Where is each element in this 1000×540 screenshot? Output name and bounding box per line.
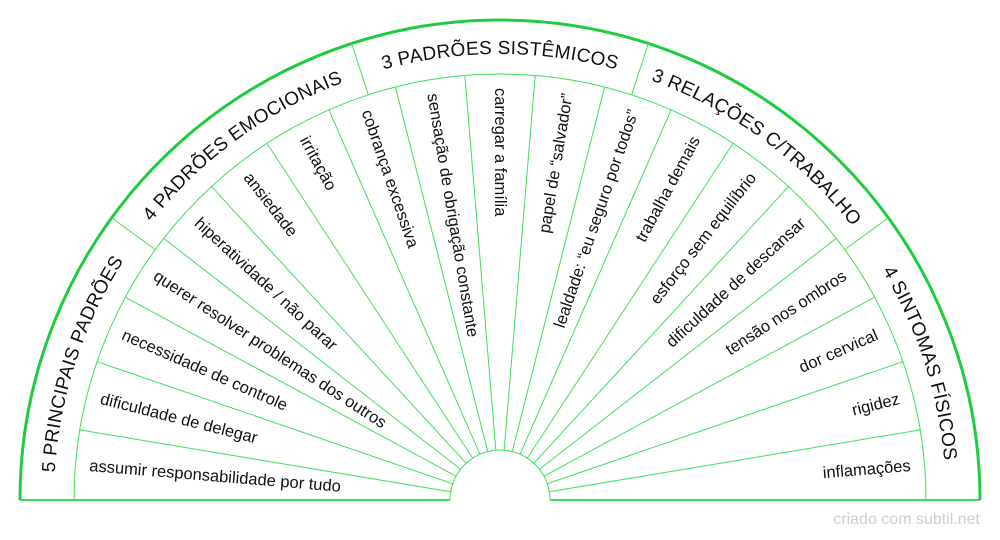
group-divider bbox=[844, 217, 889, 251]
slice-divider bbox=[543, 296, 875, 477]
watermark: criado com subtil.net bbox=[833, 511, 980, 528]
slice-divider bbox=[539, 237, 837, 470]
group-label-text: 3 PADRÕES SISTÊMICOS bbox=[379, 38, 620, 74]
group-label: 4 SINTOMAS FÍSICOS bbox=[878, 263, 960, 462]
outer-arc bbox=[18, 18, 982, 501]
slice-divider bbox=[125, 296, 457, 477]
slice-divider bbox=[503, 75, 536, 451]
group-divider bbox=[631, 43, 649, 96]
slice-divider bbox=[163, 237, 461, 470]
slice-divider bbox=[211, 186, 467, 464]
slice-divider bbox=[547, 361, 904, 485]
item-label: sensação de obrigação constante bbox=[423, 92, 481, 338]
slice-divider bbox=[394, 86, 489, 452]
item-label: inflamações bbox=[822, 457, 911, 482]
inner-hole-arc bbox=[449, 449, 551, 501]
item-label: trabalha demais bbox=[632, 133, 704, 245]
item-label: irritação bbox=[296, 133, 340, 193]
item-label: assumir responsabilidade por tudo bbox=[89, 457, 342, 496]
slice-divider bbox=[266, 143, 474, 459]
item-label: dificuldade de descansar bbox=[663, 214, 810, 351]
item-label: dor cervical bbox=[796, 326, 880, 376]
item-label: dificuldade de delegar bbox=[98, 390, 259, 447]
divider-lines bbox=[18, 18, 982, 501]
slice-divider bbox=[511, 86, 606, 452]
item-label: ansiedade bbox=[240, 169, 301, 240]
slice-divider bbox=[533, 186, 789, 464]
group-label: 5 PRINCIPAIS PADRÕES bbox=[39, 252, 128, 473]
item-label: hiperatividade / não parar bbox=[191, 214, 341, 354]
slice-divider bbox=[464, 75, 497, 451]
group-divider bbox=[351, 43, 369, 96]
item-label: cobrança excessiva bbox=[358, 107, 422, 251]
group-label-text: 5 PRINCIPAIS PADRÕES bbox=[39, 252, 128, 473]
slice-divider bbox=[328, 109, 481, 455]
group-divider bbox=[111, 217, 156, 251]
slice-divider bbox=[549, 429, 921, 493]
slice-divider bbox=[96, 361, 453, 485]
slice-divider bbox=[526, 143, 734, 459]
item-label: rigidez bbox=[850, 390, 902, 419]
slice-divider bbox=[519, 109, 672, 455]
slice-divider bbox=[79, 429, 451, 493]
item-label: papel de “salvador” bbox=[536, 92, 577, 234]
group-label: 3 PADRÕES SISTÊMICOS bbox=[379, 38, 620, 74]
group-label-text: 4 SINTOMAS FÍSICOS bbox=[878, 263, 960, 462]
item-label: carregar a família bbox=[491, 88, 509, 217]
